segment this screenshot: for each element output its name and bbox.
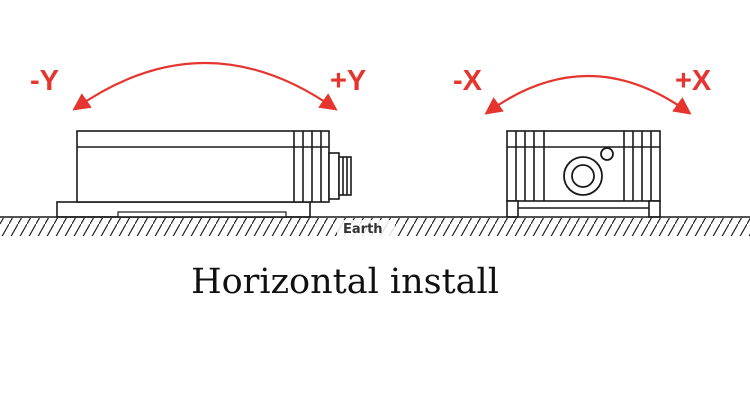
device-end-view [506,130,661,218]
caption: Horizontal install [191,262,499,302]
plus-y-label: +Y [330,65,366,97]
y-rotation-arc-icon [72,61,338,111]
lens-icon [563,147,614,196]
ground [0,216,750,236]
minus-y-label: -Y [30,65,59,97]
device-side-view [56,130,330,218]
x-rotation-arc-icon [484,74,692,115]
connector-icon [328,152,352,200]
minus-x-label: -X [453,65,483,97]
plus-x-label: +X [675,65,712,97]
earth-label: Earth [343,222,383,237]
